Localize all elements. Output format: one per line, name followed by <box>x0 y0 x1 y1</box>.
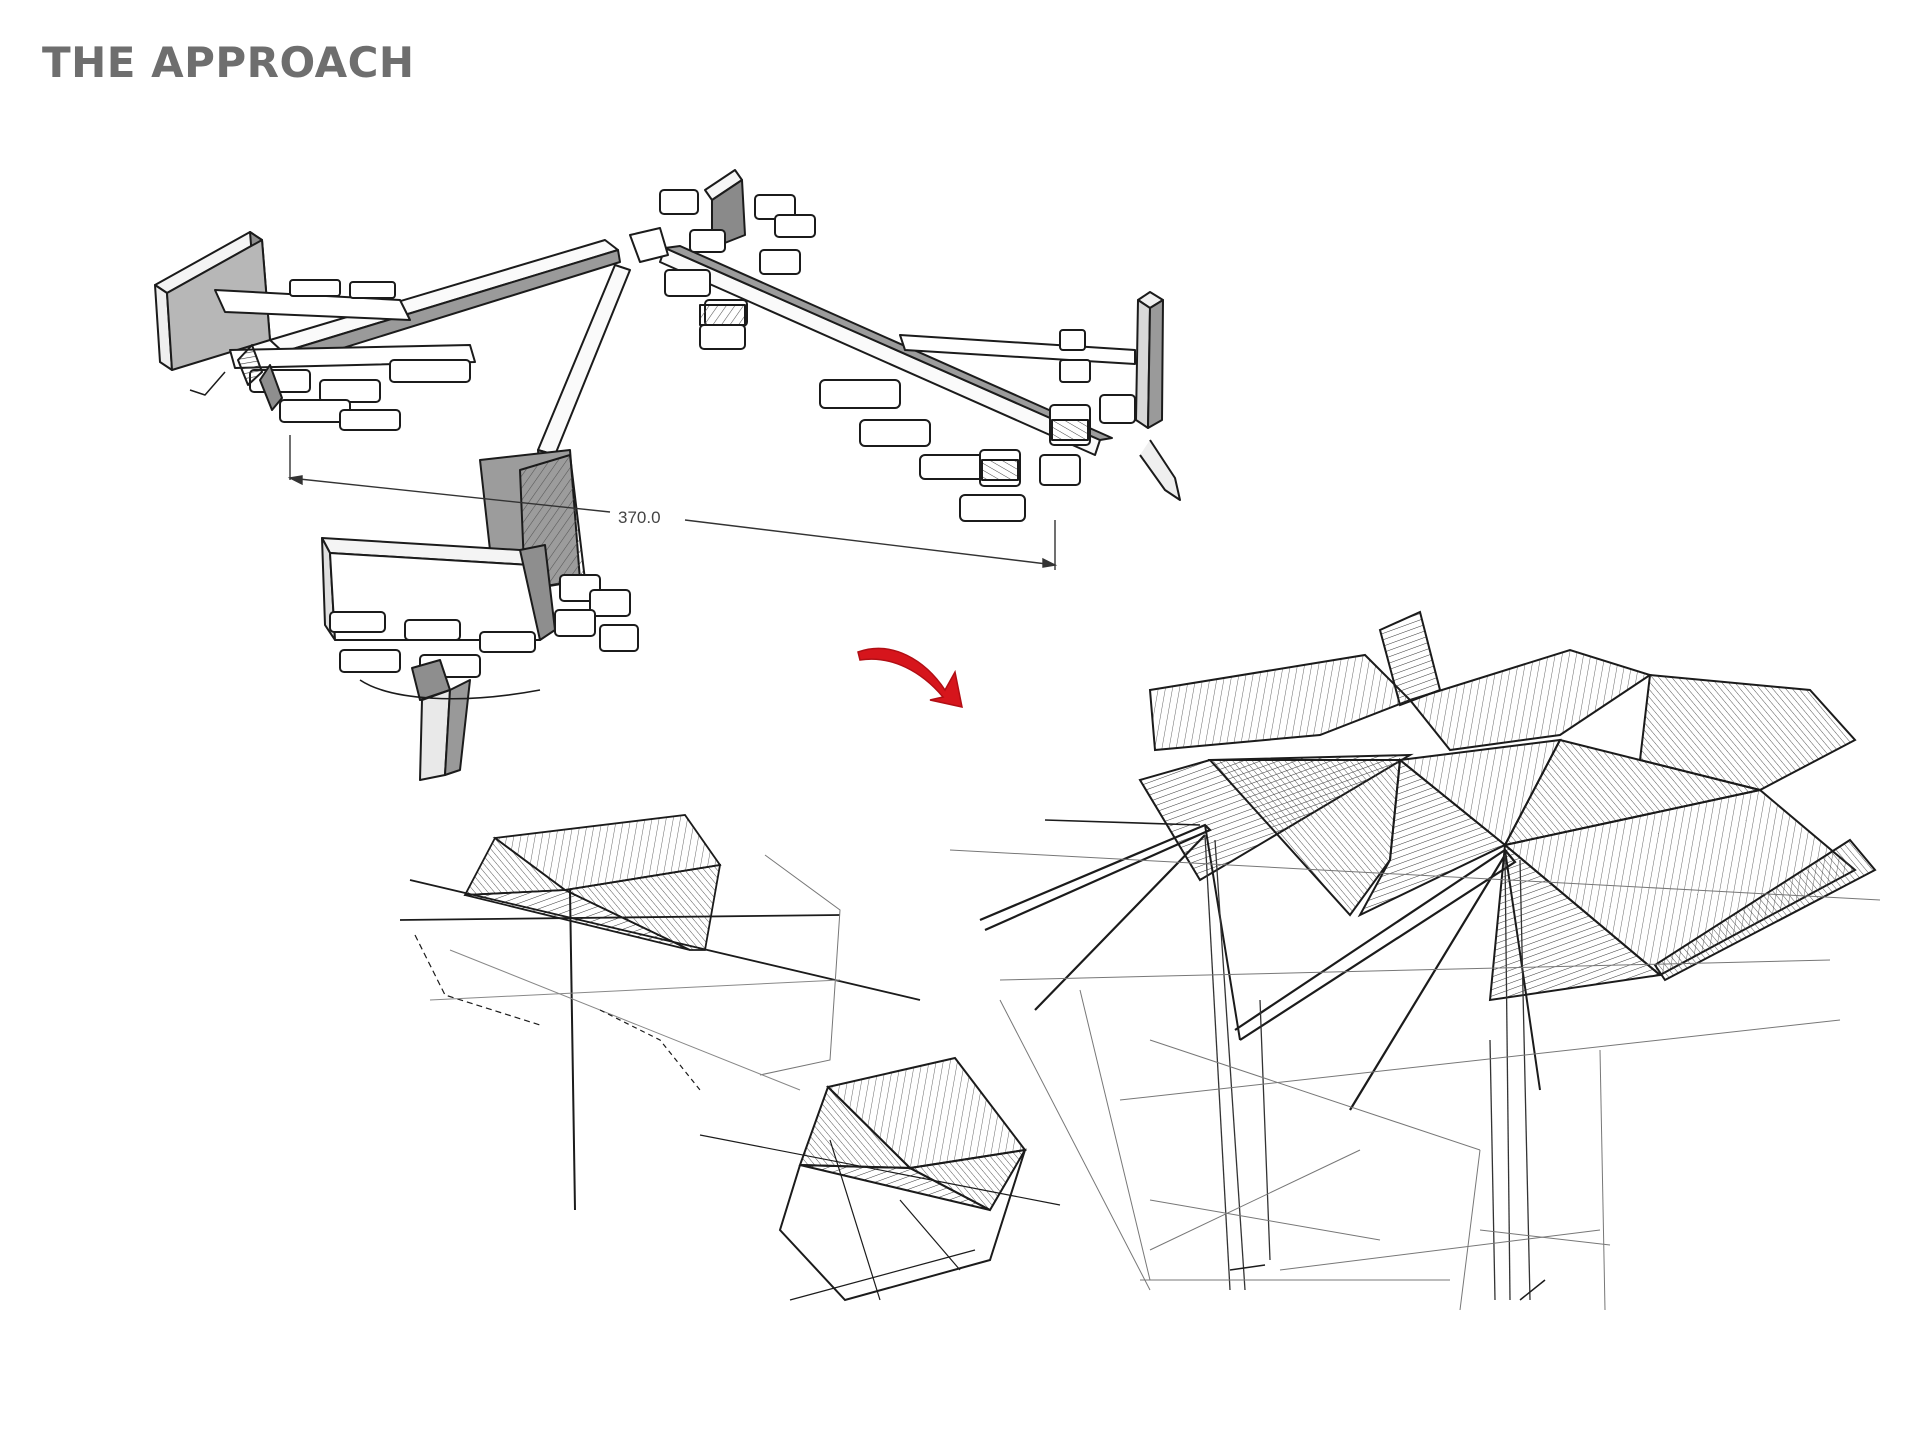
dimension-line <box>287 435 1058 570</box>
sketch-canopy-module <box>699 1056 1061 1302</box>
sketch-canopy-large <box>949 610 1881 1311</box>
sketch-canopy-small <box>399 814 921 1211</box>
model-arm-left <box>154 231 621 431</box>
model-arm-right <box>659 245 1181 522</box>
dimension-label: 370.0 <box>618 508 661 527</box>
model-arm-bottom <box>321 264 639 781</box>
curved-arrow-icon <box>857 647 963 708</box>
model-arm-top <box>629 169 816 350</box>
page-title: THE APPROACH <box>42 38 415 87</box>
